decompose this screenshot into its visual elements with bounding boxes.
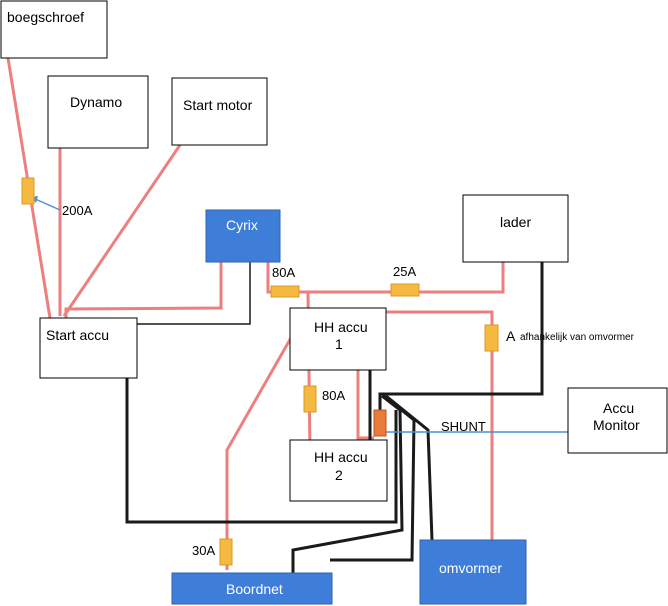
fuse-omvormer-prefix: A — [506, 328, 516, 344]
wire-lader-neg — [378, 262, 544, 412]
accu-monitor-label-line1: Accu — [603, 400, 634, 416]
wire-cyrix-neg-start-accu — [130, 262, 251, 325]
fuse-omvormer — [484, 324, 499, 352]
dynamo-label: Dynamo — [70, 94, 122, 110]
fuse-80a-top-label: 80A — [272, 265, 295, 280]
box-omvormer[interactable]: omvormer — [419, 539, 527, 605]
lader-label: lader — [500, 214, 531, 230]
shunt-block — [373, 409, 387, 437]
positive-wires — [6, 57, 505, 570]
hh-accu-2-label: HH accu — [314, 449, 368, 465]
fuse-200a — [21, 177, 35, 205]
fuse-80a-mid — [303, 385, 317, 413]
wire-startmotor-start-accu — [62, 144, 182, 317]
wire-shunt-fan-3 — [385, 394, 434, 541]
box-hh-accu-2[interactable]: HH accu 2 — [289, 439, 388, 502]
hh-accu-1-number: 1 — [335, 336, 343, 352]
negative-wires — [125, 262, 544, 573]
fuse-25a-label: 25A — [393, 264, 416, 279]
box-lader[interactable]: lader — [462, 194, 569, 263]
start-motor-label: Start motor — [183, 97, 253, 113]
cyrix-label: Cyrix — [226, 217, 258, 233]
boordnet-label: Boordnet — [226, 581, 283, 597]
box-hh-accu-1[interactable]: HH accu 1 — [289, 307, 387, 371]
fuse-80a-top — [270, 285, 300, 298]
fuse-30a-label: 30A — [192, 543, 215, 558]
wire-cyrix-start-accu — [64, 262, 223, 318]
box-boegschroef[interactable]: boegschroef — [0, 0, 108, 59]
fuse-omvormer-note: afhankelijk van omvormer — [520, 332, 635, 343]
fuse-30a — [219, 538, 233, 566]
box-accu-monitor[interactable]: Accu Monitor — [567, 387, 668, 454]
hh-accu-1-label: HH accu — [314, 319, 368, 335]
box-cyrix[interactable]: Cyrix — [205, 209, 281, 263]
fuse-80a-mid-label: 80A — [322, 388, 345, 403]
fuse-200a-label: 200A — [62, 203, 93, 218]
wire-bus-to-lader — [304, 262, 505, 294]
omvormer-label: omvormer — [439, 560, 502, 576]
arrow-200a — [32, 197, 61, 211]
box-start-accu[interactable]: Start accu — [39, 317, 138, 379]
start-accu-label: Start accu — [46, 327, 109, 343]
box-boordnet[interactable]: Boordnet — [171, 572, 333, 605]
wire-start-accu-neg-loop — [125, 378, 398, 524]
shunt-label: SHUNT — [441, 419, 486, 434]
accu-monitor-label-line2: Monitor — [593, 417, 640, 433]
boegschroef-label: boegschroef — [7, 9, 84, 25]
wire-hh1-to-boordnet — [225, 321, 302, 570]
hh-accu-2-number: 2 — [335, 467, 343, 483]
box-dynamo[interactable]: Dynamo — [47, 75, 149, 149]
box-start-motor[interactable]: Start motor — [171, 77, 268, 146]
fuse-25a — [390, 283, 420, 297]
